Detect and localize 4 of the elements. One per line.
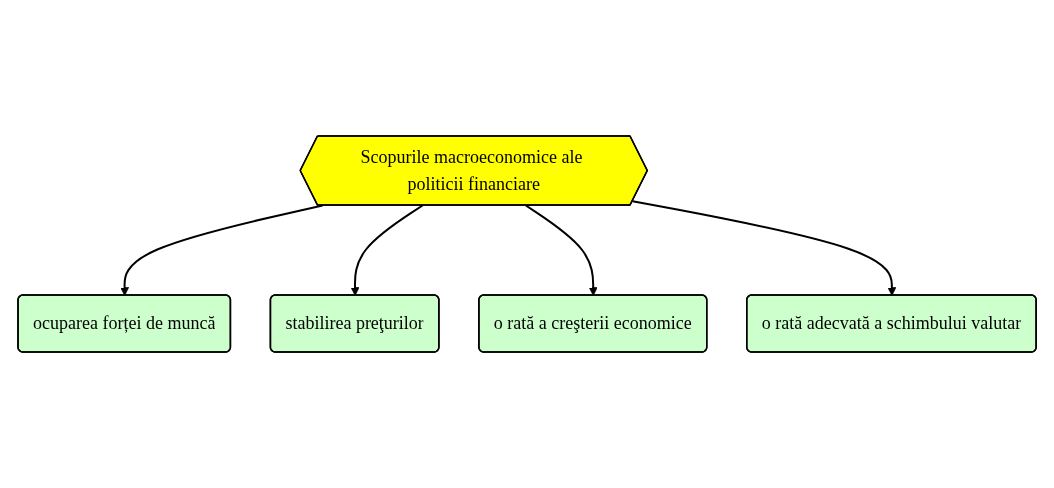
arrow (350, 204, 424, 296)
arrow (631, 200, 897, 296)
arrow (120, 204, 324, 296)
arrow (524, 204, 598, 296)
